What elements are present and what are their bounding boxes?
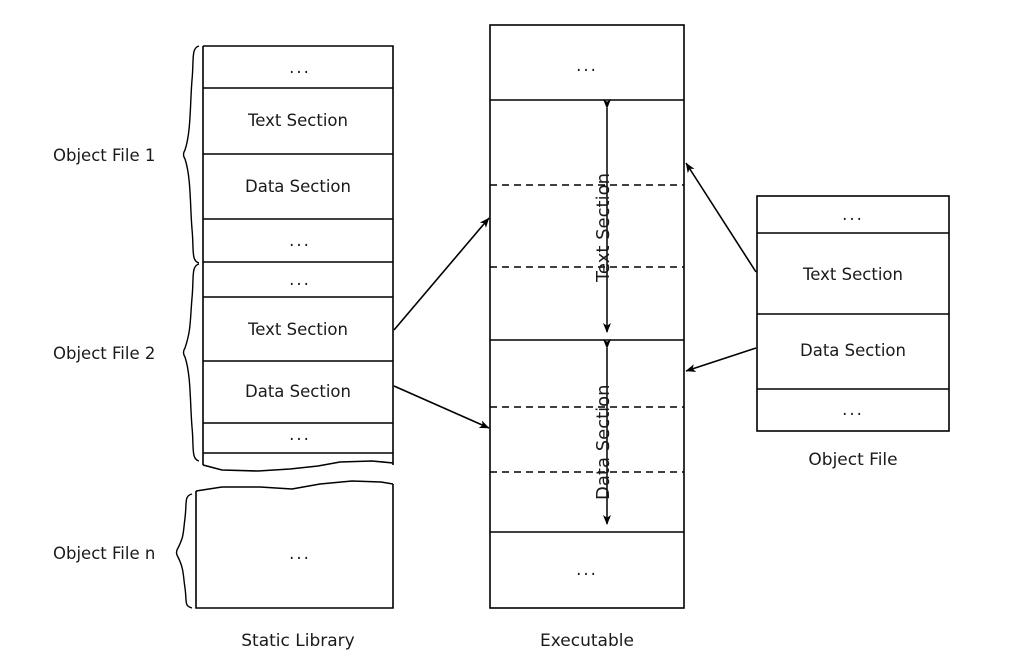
objfile-row-0-ellipsis: ... [842,205,864,224]
caption-object-file: Object File [808,450,898,470]
arrow-obj-data-to-exec-data [685,347,757,372]
lib-of1-data-section-label: Data Section [245,177,351,196]
label-object-file-1: Object File 1 [53,146,156,165]
static-library-lower-block [195,480,394,609]
lib-ofn-row-0-ellipsis: ... [289,544,311,563]
arrow-obj-text-to-exec-text [685,162,757,273]
brace-object-file-1 [182,45,200,264]
lib-of1-text-section-label: Text Section [248,111,348,130]
static-library-upper-block [202,45,394,472]
caption-executable: Executable [540,631,634,651]
label-object-file-2: Object File 2 [53,344,156,363]
exec-text-section-label: Text Section [593,172,614,282]
lib-of1-row-3-ellipsis: ... [289,231,311,250]
arrow-lib-text-to-exec-text [393,217,490,331]
exec-data-section-label: Data Section [593,384,614,500]
brace-object-file-n [175,493,193,609]
exec-top-ellipsis: ... [576,56,598,75]
lib-of2-row-0-ellipsis: ... [289,270,311,289]
caption-static-library: Static Library [241,631,355,651]
lib-of2-data-section-label: Data Section [245,382,351,401]
label-object-file-n: Object File n [53,544,156,563]
lib-of2-text-section-label: Text Section [248,320,348,339]
objfile-data-section-label: Data Section [800,341,906,360]
arrow-lib-data-to-exec-data [393,385,490,429]
executable-block [489,24,685,609]
object-file-right-block [756,195,950,432]
lib-of1-row-0-ellipsis: ... [289,58,311,77]
exec-bottom-ellipsis: ... [576,560,598,579]
objfile-text-section-label: Text Section [803,265,903,284]
brace-object-file-2 [182,263,200,462]
objfile-row-3-ellipsis: ... [842,400,864,419]
lib-of2-row-3-ellipsis: ... [289,425,311,444]
